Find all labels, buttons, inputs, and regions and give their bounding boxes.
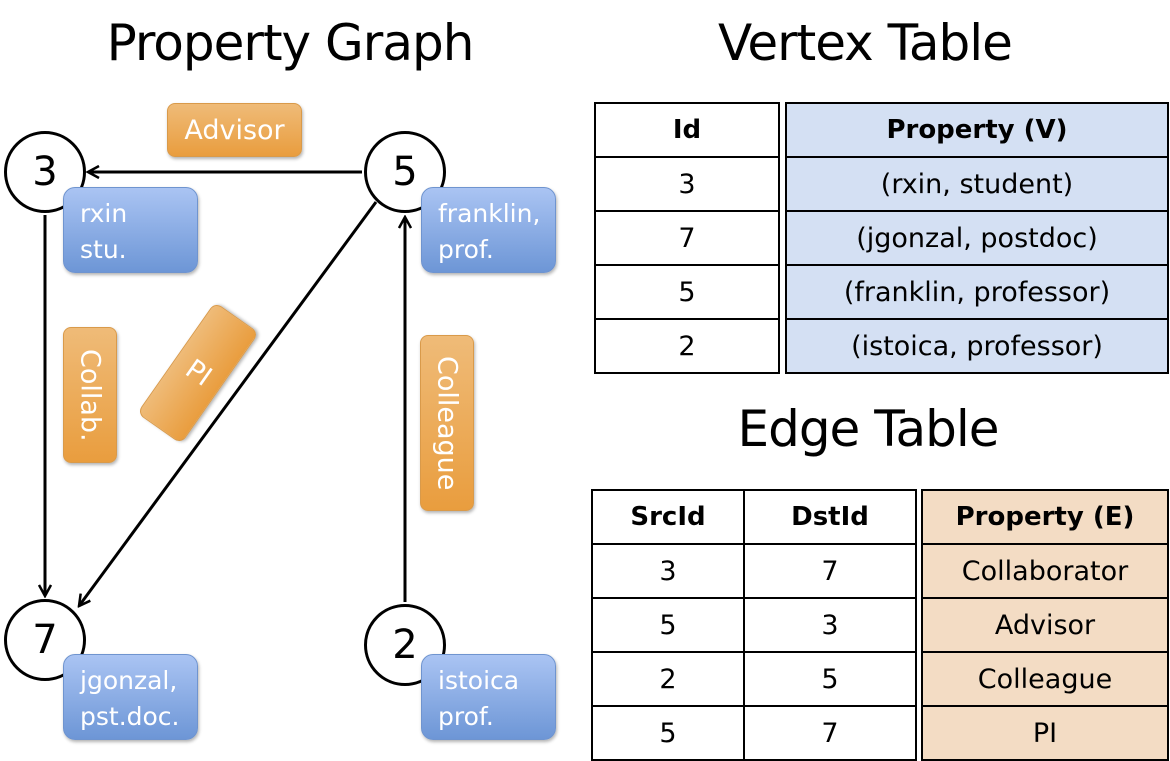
edge-label-pi-text: PI [179, 353, 217, 393]
vertex-property-cell: (jgonzal, postdoc) [785, 210, 1169, 266]
vertex-table-title: Vertex Table [718, 14, 1013, 72]
vertex-table-header-id: Id [594, 102, 780, 158]
vertex-label-3: rxin stu. [63, 187, 198, 273]
vertex-table-property-column: Property (V) (rxin, student) (jgonzal, p… [785, 102, 1169, 374]
vertex-table-header-property: Property (V) [785, 102, 1169, 158]
edge-label-collab: Collab. [63, 327, 117, 463]
vertex-label-7: jgonzal, pst.doc. [63, 654, 198, 740]
edge-property-cell: Advisor [921, 597, 1169, 653]
vertex-node-2: 2 [364, 604, 446, 686]
vertex-id-cell: 2 [594, 318, 780, 374]
vertex-property-cell: (istoica, professor) [785, 318, 1169, 374]
edge-dst-cell: 5 [743, 651, 917, 707]
edge-property-cell: PI [921, 705, 1169, 761]
vertex-label-2: istoica prof. [421, 654, 556, 740]
edge-5-7 [79, 201, 378, 606]
vertex-id-cell: 7 [594, 210, 780, 266]
vertex-id-cell: 3 [594, 156, 780, 212]
vertex-node-5: 5 [364, 131, 446, 213]
edge-dst-cell: 7 [743, 543, 917, 599]
graph-edges [0, 0, 600, 760]
vertex-table-id-column: Id 3 7 5 2 [594, 102, 780, 374]
vertex-property-cell: (rxin, student) [785, 156, 1169, 212]
edge-src-cell: 5 [591, 597, 745, 653]
vertex-id-cell: 5 [594, 264, 780, 320]
edge-label-colleague: Colleague [420, 335, 474, 511]
edge-src-cell: 3 [591, 543, 745, 599]
edge-dst-cell: 3 [743, 597, 917, 653]
edge-label-advisor: Advisor [167, 103, 302, 157]
edge-property-cell: Colleague [921, 651, 1169, 707]
edge-src-cell: 2 [591, 651, 745, 707]
edge-table-property-column: Property (E) Collaborator Advisor Collea… [921, 489, 1169, 761]
property-graph-title: Property Graph [106, 14, 475, 72]
vertex-label-5: franklin, prof. [421, 187, 556, 273]
edge-table-header-dstid: DstId [743, 489, 917, 545]
edge-table-title: Edge Table [737, 400, 999, 458]
edge-property-cell: Collaborator [921, 543, 1169, 599]
edge-table-header-srcid: SrcId [591, 489, 745, 545]
vertex-property-cell: (franklin, professor) [785, 264, 1169, 320]
edge-table-header-property: Property (E) [921, 489, 1169, 545]
edge-src-cell: 5 [591, 705, 745, 761]
edge-dst-cell: 7 [743, 705, 917, 761]
